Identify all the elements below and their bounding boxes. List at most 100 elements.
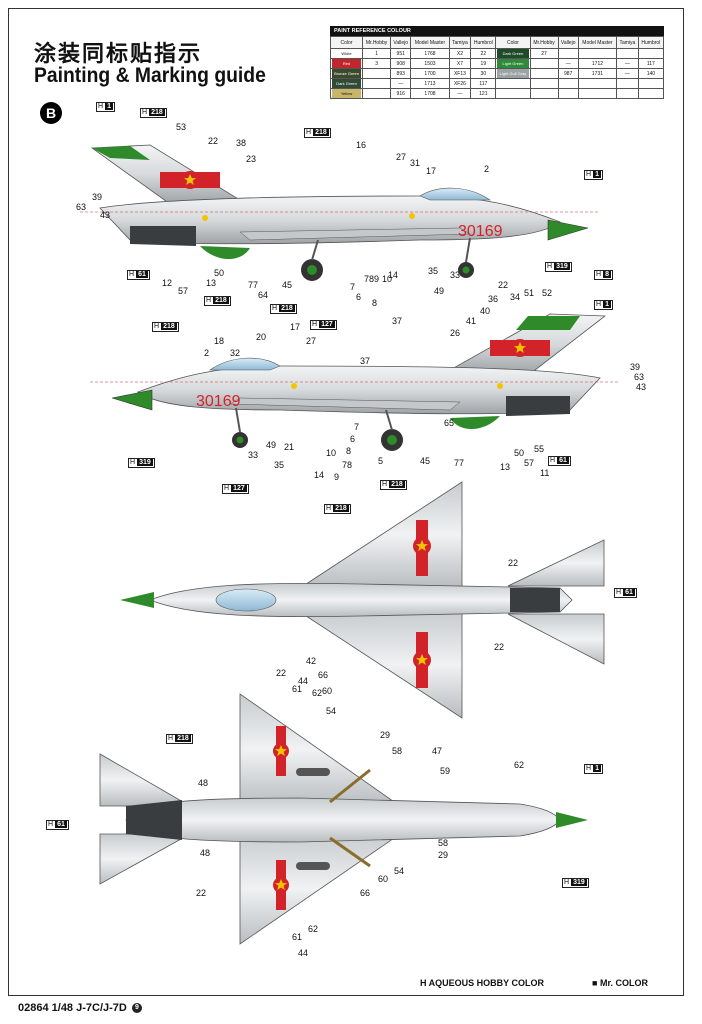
callout-number: 54	[394, 866, 404, 876]
exhaust-nozzle	[506, 396, 570, 416]
callout-number: 44	[298, 676, 308, 686]
title-english: Painting & Marking guide	[34, 64, 266, 87]
callout-number: 38	[236, 138, 246, 148]
side-view-right: 30169	[90, 313, 620, 451]
callout-number: 22	[508, 558, 518, 568]
callout-number: 47	[432, 746, 442, 756]
callout-number: 50	[514, 448, 524, 458]
marker-dot	[291, 383, 297, 389]
fuselage-top	[148, 582, 573, 618]
color-swatch: Light Gull Gray	[497, 69, 529, 78]
callout-number: 40	[480, 306, 490, 316]
marker-dot	[497, 383, 503, 389]
color-swatch-cell	[495, 88, 531, 99]
callout-number: 10	[326, 448, 336, 458]
callout-number: 43	[100, 210, 110, 220]
callout-number: 42	[306, 656, 316, 666]
main-wheel-hub	[387, 435, 397, 445]
callout-number: 8	[346, 446, 351, 456]
fuselage-bottom	[125, 797, 561, 843]
callout-number: 58	[438, 838, 448, 848]
callout-number: 45	[420, 456, 430, 466]
page-frame	[8, 8, 684, 996]
wing-upper-right	[298, 611, 463, 719]
callout-number: 43	[636, 382, 646, 392]
callout-number: 39	[630, 362, 640, 372]
callout-number: 66	[318, 670, 328, 680]
callout-number: 60	[322, 686, 332, 696]
nose-wheel-hub	[462, 266, 470, 274]
callout-number: 8	[372, 298, 377, 308]
color-swatch: Yellow	[332, 89, 362, 98]
callout-number: 6	[350, 434, 355, 444]
callout-number: 22	[208, 136, 218, 146]
table-cell-humbrol	[637, 88, 665, 99]
wing-upper-left	[298, 481, 463, 589]
drop-tank-right	[296, 862, 330, 870]
callout-number: 52	[542, 288, 552, 298]
canopy	[209, 357, 281, 371]
fin-tip-green	[92, 146, 150, 160]
table-header-cell: Mr.Hobby	[529, 36, 559, 49]
callout-number: 66	[360, 888, 370, 898]
callout-number: 13	[500, 462, 510, 472]
callout-number: 77	[248, 280, 258, 290]
serial-number-right: 30169	[196, 393, 241, 410]
callout-number: 50	[214, 268, 224, 278]
callout-number: 5	[378, 456, 383, 466]
callout-number: 22	[494, 642, 504, 652]
callout-number: 63	[76, 202, 86, 212]
nose-wheel-hub	[236, 436, 244, 444]
color-swatch-cell: Yellow	[329, 88, 364, 99]
drop-tank-left	[296, 768, 330, 776]
callout-number: 22	[276, 668, 286, 678]
callout-number: 54	[326, 706, 336, 716]
bottom-view	[99, 693, 588, 945]
nose-gear-strut	[235, 407, 241, 433]
table-cell-humbrol: 121	[470, 88, 497, 99]
marker-dot	[202, 215, 208, 221]
callout-number: 62	[312, 688, 322, 698]
table-header-cell: Vallejo	[557, 36, 579, 49]
callout-number: 60	[378, 874, 388, 884]
callout-number: 2	[484, 164, 489, 174]
wing-lower-right	[239, 833, 402, 945]
marker-dot	[409, 213, 415, 219]
main-gear-strut	[385, 409, 393, 431]
callout-number: 62	[514, 760, 524, 770]
callout-number: 35	[274, 460, 284, 470]
callout-number: 22	[196, 888, 206, 898]
table-cell-vallejo	[557, 88, 579, 99]
color-swatch: Dark Green	[497, 49, 529, 58]
stabilizer-lower-left	[99, 753, 192, 807]
callout-number: 48	[200, 848, 210, 858]
color-swatch: Dark Green	[332, 79, 362, 88]
callout-number: 14	[388, 270, 398, 280]
canopy-top	[215, 588, 277, 612]
callout-number: 7	[354, 422, 359, 432]
exhaust-nozzle	[130, 226, 196, 246]
callout-number: 44	[298, 948, 308, 958]
callout-number: 57	[178, 286, 188, 296]
gear-door	[329, 768, 371, 804]
callout-number: 57	[524, 458, 534, 468]
callout-number: 27	[396, 152, 406, 162]
color-swatch: Red	[332, 59, 362, 68]
wing-lower-left	[239, 693, 402, 807]
table-cell-modelmaster: 1708	[410, 88, 450, 99]
